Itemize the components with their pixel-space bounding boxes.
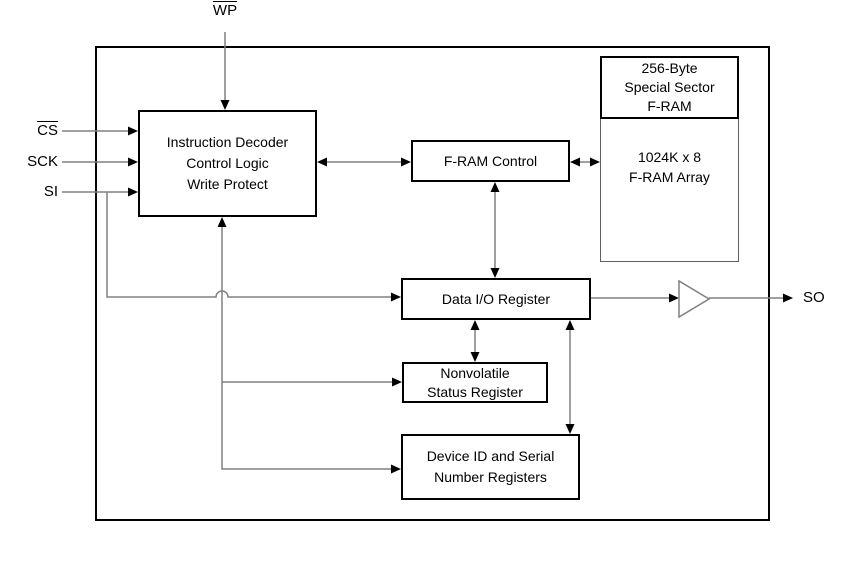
block-nonvolatile-status-register: Nonvolatile Status Register <box>402 362 548 403</box>
block-instruction-decoder: Instruction Decoder Control Logic Write … <box>138 110 317 217</box>
block-data-io-register: Data I/O Register <box>401 278 591 320</box>
block-special-sector-fram: 256-Byte Special Sector F-RAM <box>600 56 739 119</box>
block-fram-array: 1024K x 8 F-RAM Array <box>600 119 739 262</box>
pin-label-so: SO <box>803 289 825 306</box>
pin-label-si: SI <box>43 183 58 200</box>
chip-boundary-box <box>95 46 770 521</box>
block-fram-control: F-RAM Control <box>411 140 570 182</box>
pin-label-wp: WP <box>212 2 238 19</box>
pin-label-sck: SCK <box>27 153 58 170</box>
pin-label-cs: CS <box>37 122 58 139</box>
block-device-id-serial-registers: Device ID and Serial Number Registers <box>401 434 580 500</box>
